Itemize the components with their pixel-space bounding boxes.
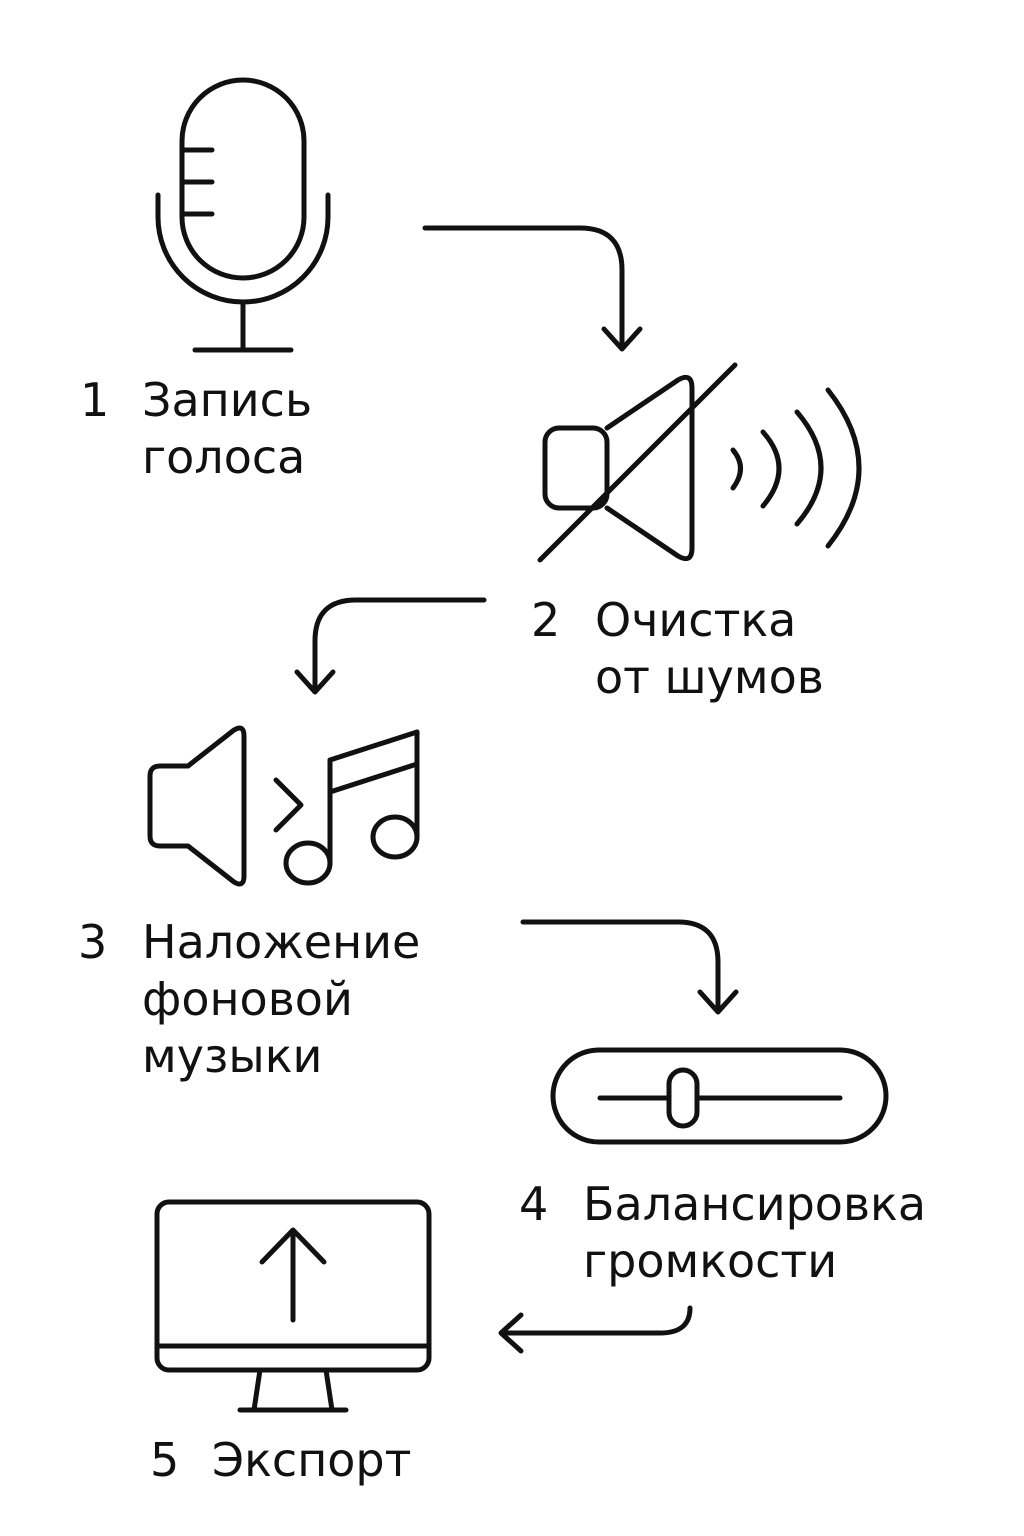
step-3-title-line-1: Наложение <box>142 915 421 969</box>
step-4-title-line-1: Балансировка <box>583 1177 927 1231</box>
step-4-title-line-2: громкости <box>583 1234 838 1288</box>
microphone-icon <box>155 77 331 353</box>
muted-speaker-icon <box>537 362 862 563</box>
speaker-music-icon <box>147 725 420 887</box>
step-1-title-line-2: голоса <box>142 430 306 484</box>
step-2-number: 2 <box>531 593 561 647</box>
monitor-upload-icon <box>154 1199 432 1413</box>
step-4-number: 4 <box>519 1177 549 1231</box>
step-3-title-line-3: музыки <box>142 1029 323 1083</box>
volume-slider-icon <box>550 1047 889 1145</box>
arrow-4-to-5 <box>498 1305 693 1354</box>
step-2-title-line-1: Очистка <box>595 593 797 647</box>
step-1-title-line-1: Запись <box>142 373 313 427</box>
step-3-number: 3 <box>78 915 108 969</box>
step-2-title-line-2: от шумов <box>595 650 824 704</box>
arrow-2-to-3 <box>294 597 487 695</box>
arrow-3-to-4 <box>520 919 739 1015</box>
step-5-title-line-1: Экспорт <box>212 1433 412 1487</box>
step-3-title-line-2: фоновой <box>142 972 353 1026</box>
arrow-1-to-2 <box>422 225 643 352</box>
step-5-number: 5 <box>150 1433 180 1487</box>
step-1-number: 1 <box>80 373 110 427</box>
